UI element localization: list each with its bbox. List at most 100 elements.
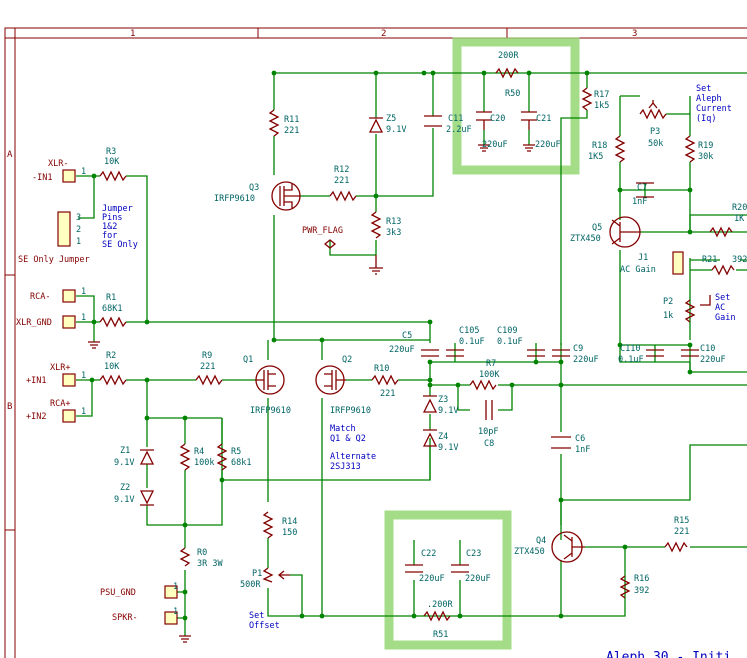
set-offset-2: Offset: [249, 621, 280, 631]
z5-ref: Z5: [386, 114, 396, 124]
q2-ref: Q2: [342, 355, 352, 365]
c8-ref: C8: [484, 439, 494, 449]
rca-plus-label: RCA+: [50, 399, 70, 409]
c11-val: 2.2uF: [446, 125, 472, 135]
jumper-note-2: Pins: [102, 213, 122, 223]
r10-val: 221: [380, 389, 395, 399]
r50-val: 200R: [498, 51, 519, 61]
c21-val: 220uF: [535, 140, 561, 150]
jumper-note-1: Jumper: [102, 204, 133, 214]
xlr-plus-label: XLR+: [50, 363, 70, 373]
c11-ref: C11: [448, 114, 463, 124]
r12-val: 221: [334, 176, 349, 186]
annotations: PWR_FLAG Set Aleph Current (Iq) Set AC G…: [249, 84, 735, 658]
spkr-minus-label: SPKR-: [112, 613, 138, 623]
z2-ref: Z2: [120, 483, 130, 493]
r2-ref: R2: [106, 351, 116, 361]
r9-ref: R9: [202, 351, 212, 361]
pin-spkr-minus: 1: [173, 607, 178, 617]
pin-xlr-plus: 1: [81, 371, 86, 381]
pwr-flag-label: PWR_FLAG: [302, 226, 343, 236]
c7-ref: C7: [637, 183, 647, 193]
r15-val: 221: [674, 527, 689, 537]
set-ac-3: Gain: [715, 313, 735, 323]
z4-val: 9.1V: [438, 443, 458, 453]
r3-val: 10K: [104, 157, 120, 167]
q2-val: IRFP9610: [330, 406, 371, 416]
c9-val: 220uF: [573, 355, 599, 365]
frame-column-3: 3: [632, 29, 637, 39]
r0-ref: R0: [197, 548, 207, 558]
r1-val: 68K1: [102, 304, 122, 314]
match-1: Match: [330, 424, 356, 434]
frame-column-2: 2: [381, 29, 386, 39]
c23-ref: C23: [466, 549, 481, 559]
r16-ref: R16: [634, 574, 649, 584]
alternate-2: 2SJ313: [330, 462, 361, 472]
c6-val: 1nF: [575, 445, 590, 455]
r21-val: 392: [732, 255, 747, 265]
c20-ref: C20: [490, 114, 505, 124]
xlr-gnd-label: XLR_GND: [16, 318, 52, 328]
in2-plus-label: +IN2: [26, 412, 46, 422]
r50-ref: R50: [505, 89, 520, 99]
c105-val: 0.1uF: [459, 337, 485, 347]
r0-val: 3R 3W: [197, 559, 223, 569]
pin-psu-gnd: 1: [173, 582, 178, 592]
rca-minus-label: RCA-: [30, 292, 50, 302]
q4-ref: Q4: [536, 536, 546, 546]
connector-labels: XLR- -IN1 1 RCA- 1 XLR_GND 1 XLR+ +IN1 1…: [16, 159, 178, 623]
jumper-note-4: for: [102, 231, 117, 241]
r20-ref: R20: [732, 203, 747, 213]
jumper-pin-1: 1: [76, 237, 81, 247]
z1-val: 9.1V: [114, 458, 134, 468]
set-offset-1: Set: [249, 611, 264, 621]
in1-plus-label: +IN1: [26, 376, 46, 386]
z5-val: 9.1V: [386, 125, 406, 135]
jumper-pin-3: 3: [76, 213, 81, 223]
r10-ref: R10: [374, 364, 389, 374]
c5-val: 220uF: [389, 345, 415, 355]
jumper-label: SE Only Jumper: [18, 255, 90, 265]
c109-ref: C109: [497, 326, 517, 336]
frame-row-b: B: [7, 402, 12, 412]
highlight-box-bottom: [384, 510, 512, 650]
pin-rca-plus: 1: [81, 407, 86, 417]
set-ac-2: AC: [715, 303, 725, 313]
c110-ref: C110: [620, 344, 640, 354]
c5-ref: C5: [402, 331, 412, 341]
set-aleph-4: (Iq): [696, 114, 716, 124]
c22-val: 220uF: [419, 574, 445, 584]
r19-ref: R19: [698, 141, 713, 151]
q5-val: ZTX450: [570, 234, 601, 244]
j1-val: AC Gain: [620, 265, 656, 275]
q1-val: IRFP9610: [250, 406, 291, 416]
jumper-labels: 3 2 1 SE Only Jumper Jumper Pins 1&2 for…: [18, 204, 138, 265]
r20-val: 1K: [734, 214, 745, 224]
r11-val: 221: [284, 126, 299, 136]
jumper-note-5: SE Only: [102, 240, 138, 250]
r4-val: 100k: [194, 458, 214, 468]
pin-xlr-gnd: 1: [81, 313, 86, 323]
sheet-frame: 1 2 3 A B: [4, 27, 747, 658]
r7-ref: R7: [486, 359, 496, 369]
r11-ref: R11: [284, 115, 299, 125]
q5-ref: Q5: [592, 223, 602, 233]
r9-val: 221: [200, 362, 215, 372]
c10-val: 220uF: [700, 355, 726, 365]
component-labels: R3 10K R1 68K1 R2 10K R9 221 R11 221 R12…: [102, 51, 747, 640]
jumper-pin-2: 2: [76, 225, 81, 235]
c109-val: 0.1uF: [497, 337, 523, 347]
c110-val: 0.1uF: [618, 355, 644, 365]
r19-val: 30k: [698, 152, 713, 162]
p2-ref: P2: [663, 297, 673, 307]
xlr-minus-label: XLR-: [48, 159, 68, 169]
r4-ref: R4: [194, 447, 204, 457]
c21-ref: C21: [536, 114, 551, 124]
q3-val: IRFP9610: [214, 194, 255, 204]
z1-ref: Z1: [120, 446, 130, 456]
c8-val: 10pF: [478, 427, 498, 437]
set-aleph-3: Current: [696, 104, 732, 114]
r16-val: 392: [634, 586, 649, 596]
